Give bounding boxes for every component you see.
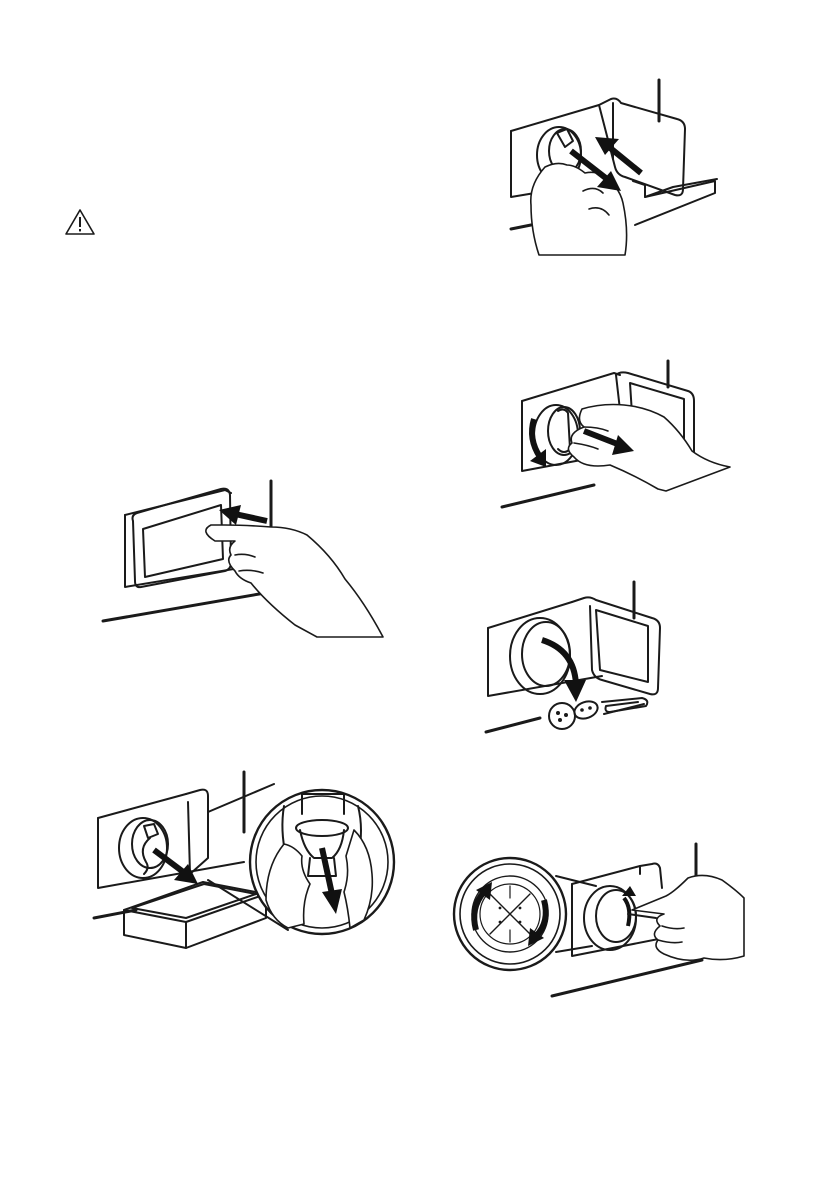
reinsert-emergency-hose-illustration: [505, 75, 725, 255]
open-filter-door-illustration: [95, 475, 385, 635]
check-pump-impeller-illustration: [452, 838, 744, 1000]
remove-foreign-objects-illustration: [482, 578, 678, 746]
drain-water-into-container-illustration: [88, 770, 398, 970]
unscrew-filter-illustration: [498, 357, 730, 512]
warning-triangle-icon: [64, 208, 96, 236]
